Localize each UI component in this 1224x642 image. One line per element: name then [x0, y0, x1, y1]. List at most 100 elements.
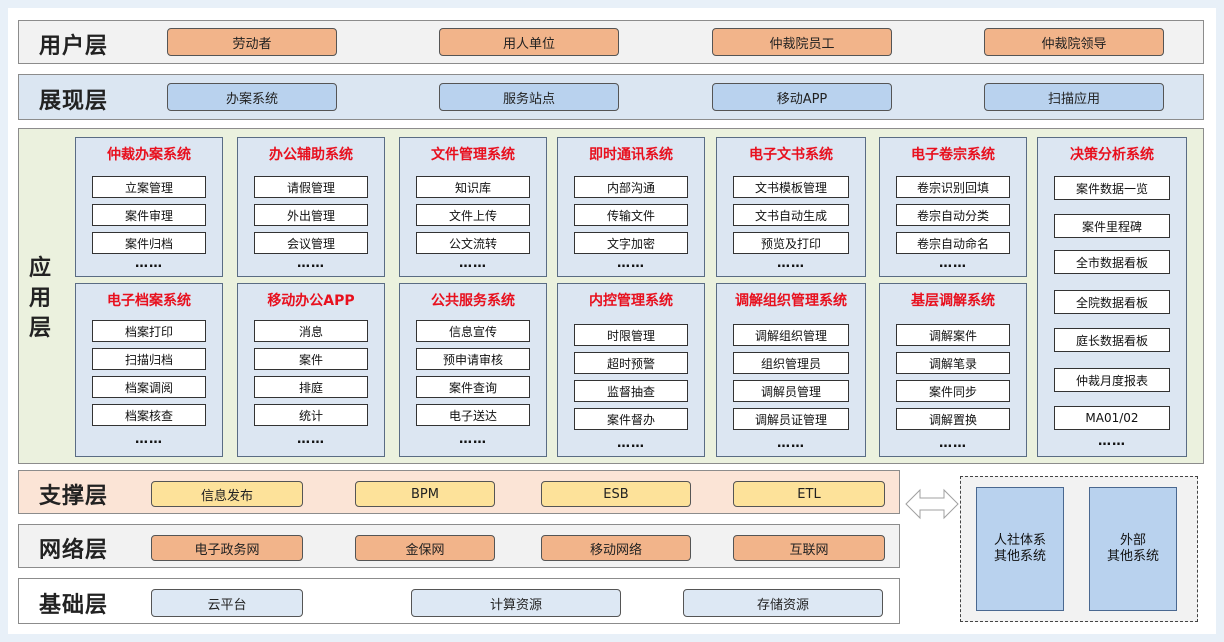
system-item: 预申请审核 — [416, 348, 530, 370]
system-item: 档案调阅 — [92, 376, 206, 398]
system-item: 文书模板管理 — [733, 176, 849, 198]
system-item: 预览及打印 — [733, 232, 849, 254]
system-item: 组织管理员 — [733, 352, 849, 374]
more-ellipsis: …… — [297, 256, 325, 271]
more-ellipsis: …… — [777, 256, 805, 271]
system-item: 调解组织管理 — [733, 324, 849, 346]
more-ellipsis: …… — [939, 256, 967, 271]
external-other-systems: 外部 其他系统 — [1089, 487, 1177, 611]
system-title: 基层调解系统 — [911, 293, 995, 309]
support-item-info-publish: 信息发布 — [151, 481, 303, 507]
system-public-service: 公共服务系统 信息宣传 预申请审核 案件查询 电子送达 …… — [399, 283, 547, 457]
application-layer-title: 应 用 层 — [29, 254, 59, 344]
system-item: 案件同步 — [896, 380, 1010, 402]
base-layer: 基础层 云平台 计算资源 存储资源 — [18, 578, 900, 624]
system-item: 内部沟通 — [574, 176, 688, 198]
system-item: 调解员管理 — [733, 380, 849, 402]
system-mobile-office-app: 移动办公APP 消息 案件 排庭 统计 …… — [237, 283, 385, 457]
network-layer: 网络层 电子政务网 金保网 移动网络 互联网 — [18, 524, 900, 568]
system-e-document: 电子文书系统 文书模板管理 文书自动生成 预览及打印 …… — [716, 137, 866, 277]
system-item: 调解置换 — [896, 408, 1010, 430]
more-ellipsis: …… — [617, 256, 645, 271]
support-item-bpm: BPM — [355, 481, 495, 507]
support-layer: 支撑层 信息发布 BPM ESB ETL — [18, 470, 900, 514]
system-item: 卷宗自动命名 — [896, 232, 1010, 254]
network-layer-title: 网络层 — [39, 538, 109, 563]
system-item: 扫描归档 — [92, 348, 206, 370]
external-systems-group: 人社体系 其他系统 外部 其他系统 — [960, 476, 1198, 622]
base-item-compute: 计算资源 — [411, 589, 621, 617]
support-item-esb: ESB — [541, 481, 691, 507]
presentation-item-scan-app: 扫描应用 — [984, 83, 1164, 111]
system-title: 即时通讯系统 — [589, 147, 673, 163]
more-ellipsis: …… — [939, 436, 967, 451]
system-item: 庭长数据看板 — [1054, 328, 1170, 352]
system-item: 公文流转 — [416, 232, 530, 254]
system-title: 电子卷宗系统 — [911, 147, 995, 163]
application-layer-char-2: 用 — [29, 286, 52, 311]
system-item: 卷宗识别回填 — [896, 176, 1010, 198]
system-item: 文书自动生成 — [733, 204, 849, 226]
user-layer-title: 用户层 — [39, 34, 109, 59]
more-ellipsis: …… — [777, 436, 805, 451]
external-hrss-other-systems: 人社体系 其他系统 — [976, 487, 1064, 611]
support-layer-title: 支撑层 — [39, 484, 109, 509]
system-title: 决策分析系统 — [1070, 147, 1154, 163]
system-item: 电子送达 — [416, 404, 530, 426]
system-item: 案件数据一览 — [1054, 176, 1170, 200]
system-item: 会议管理 — [254, 232, 368, 254]
system-item: 外出管理 — [254, 204, 368, 226]
system-item: 案件归档 — [92, 232, 206, 254]
system-item: 档案打印 — [92, 320, 206, 342]
more-ellipsis: …… — [135, 256, 163, 271]
more-ellipsis: …… — [135, 432, 163, 447]
more-ellipsis: …… — [297, 432, 325, 447]
user-item-leader: 仲裁院领导 — [984, 28, 1164, 56]
bidirectional-arrow-icon — [905, 488, 959, 520]
system-item: 传输文件 — [574, 204, 688, 226]
user-item-employer: 用人单位 — [439, 28, 619, 56]
user-item-worker: 劳动者 — [167, 28, 337, 56]
system-item: 统计 — [254, 404, 368, 426]
system-item: 时限管理 — [574, 324, 688, 346]
network-item-internet: 互联网 — [733, 535, 885, 561]
more-ellipsis: …… — [617, 436, 645, 451]
system-item: 排庭 — [254, 376, 368, 398]
system-item: 信息宣传 — [416, 320, 530, 342]
application-layer-char-1: 应 — [29, 256, 52, 281]
system-e-dossier: 电子卷宗系统 卷宗识别回填 卷宗自动分类 卷宗自动命名 …… — [879, 137, 1027, 277]
network-item-jinbao-net: 金保网 — [355, 535, 495, 561]
system-mediation-org-management: 调解组织管理系统 调解组织管理 组织管理员 调解员管理 调解员证管理 …… — [716, 283, 866, 457]
more-ellipsis: …… — [459, 256, 487, 271]
more-ellipsis: …… — [459, 432, 487, 447]
application-layer-char-3: 层 — [29, 316, 52, 341]
support-item-etl: ETL — [733, 481, 885, 507]
presentation-layer: 展现层 办案系统 服务站点 移动APP 扫描应用 — [18, 74, 1204, 120]
system-title: 文件管理系统 — [431, 147, 515, 163]
system-item: 案件查询 — [416, 376, 530, 398]
system-item: 监督抽查 — [574, 380, 688, 402]
system-decision-analysis: 决策分析系统 案件数据一览 案件里程碑 全市数据看板 全院数据看板 庭长数据看板… — [1037, 137, 1187, 457]
base-layer-title: 基础层 — [39, 593, 109, 618]
presentation-item-service-site: 服务站点 — [439, 83, 619, 111]
system-title: 办公辅助系统 — [269, 147, 353, 163]
system-item: 调解员证管理 — [733, 408, 849, 430]
system-instant-messaging: 即时通讯系统 内部沟通 传输文件 文字加密 …… — [557, 137, 705, 277]
presentation-item-case-system: 办案系统 — [167, 83, 337, 111]
system-item: 调解案件 — [896, 324, 1010, 346]
base-item-storage: 存储资源 — [683, 589, 883, 617]
user-item-staff: 仲裁院员工 — [712, 28, 892, 56]
system-item: 立案管理 — [92, 176, 206, 198]
system-file-management: 文件管理系统 知识库 文件上传 公文流转 …… — [399, 137, 547, 277]
system-title: 公共服务系统 — [431, 293, 515, 309]
system-item: 请假管理 — [254, 176, 368, 198]
system-e-archive: 电子档案系统 档案打印 扫描归档 档案调阅 档案核查 …… — [75, 283, 223, 457]
system-title: 电子档案系统 — [107, 293, 191, 309]
system-item: 知识库 — [416, 176, 530, 198]
system-internal-control: 内控管理系统 时限管理 超时预警 监督抽查 案件督办 …… — [557, 283, 705, 457]
system-item: 文件上传 — [416, 204, 530, 226]
system-title: 内控管理系统 — [589, 293, 673, 309]
system-item: 消息 — [254, 320, 368, 342]
base-item-cloud: 云平台 — [151, 589, 303, 617]
system-arbitration-case: 仲裁办案系统 立案管理 案件审理 案件归档 …… — [75, 137, 223, 277]
